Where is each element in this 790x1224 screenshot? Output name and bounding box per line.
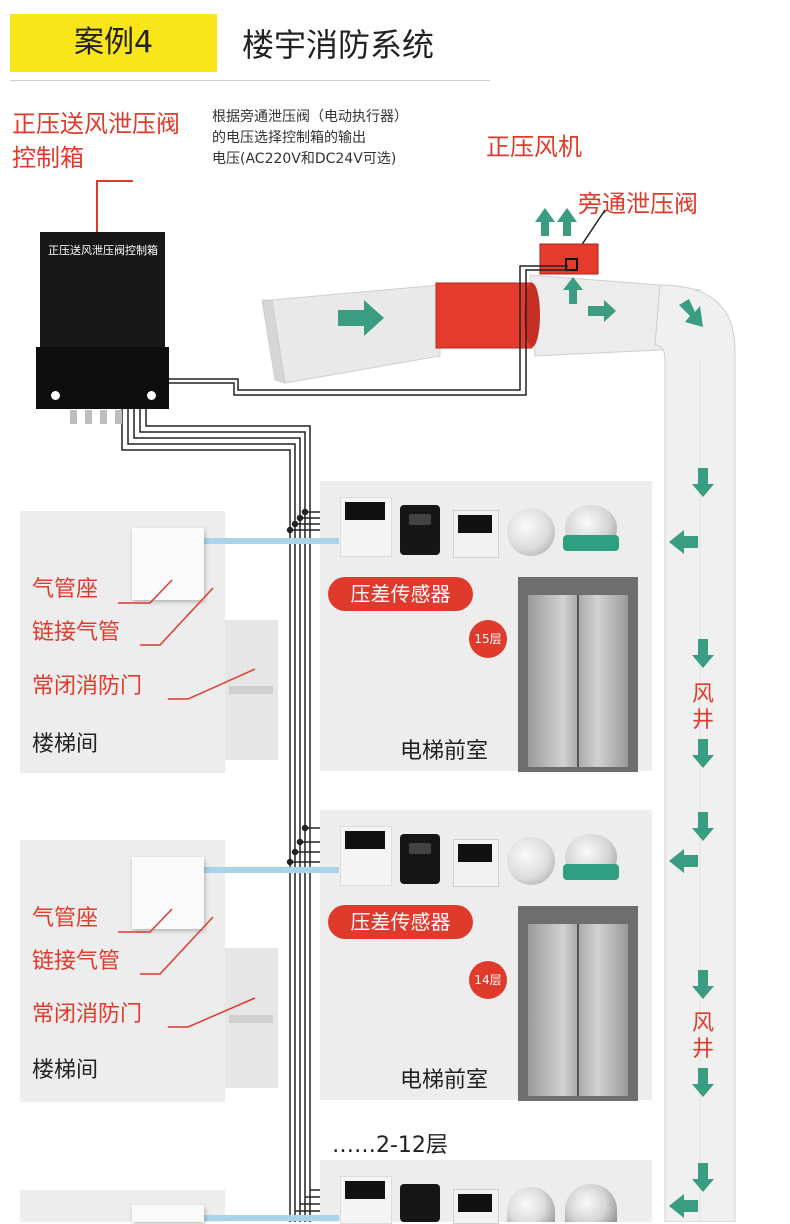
arrow-up-1 xyxy=(535,208,555,236)
arrow-shaft-3 xyxy=(692,739,714,768)
cable-gland-4 xyxy=(115,410,122,424)
page-title: 楼宇消防系统 xyxy=(242,26,435,64)
more-floors-label: ……2-12层 xyxy=(332,1133,448,1158)
air-seat-box-14 xyxy=(132,857,204,929)
shaft-char-1-14: 风 xyxy=(692,1011,715,1036)
description-line2: 的电压选择控制箱的输出 xyxy=(212,130,366,146)
arrow-up-2 xyxy=(557,208,577,236)
arrow-shaft-5 xyxy=(692,970,714,999)
sensor-device-a-14 xyxy=(340,826,392,886)
header-divider xyxy=(10,80,490,81)
description-line3: 电压(AC220V和DC24V可选) xyxy=(212,151,397,167)
elevator-14 xyxy=(518,906,638,1101)
cable-gland-2 xyxy=(85,410,92,424)
air-seat-box-partial xyxy=(132,1205,204,1222)
air-tube-label-15: 链接气管 xyxy=(32,620,121,645)
sensor-label-14: 压差传感器 xyxy=(328,905,473,939)
floor-badge-15: 15层 xyxy=(469,620,507,658)
lobby-label-14: 电梯前室 xyxy=(400,1068,489,1093)
sensor-device-a-15 xyxy=(340,497,392,557)
shaft-char-2-14: 井 xyxy=(692,1037,715,1062)
fire-door-label-15: 常闭消防门 xyxy=(32,674,143,699)
duct-bend xyxy=(654,284,736,1222)
floor-badge-14: 14层 xyxy=(469,961,507,999)
arrow-right xyxy=(588,300,616,322)
air-tube-15 xyxy=(199,538,339,544)
pressure-switch-14 xyxy=(507,837,555,885)
door-handle-15 xyxy=(229,686,273,694)
shaft-char-2-15: 井 xyxy=(692,708,715,733)
control-box-label-line2: 控制箱 xyxy=(12,144,84,172)
stair-label-15: 楼梯间 xyxy=(32,732,99,757)
control-box-screw-right xyxy=(147,391,156,400)
sensor-device-c-15 xyxy=(453,510,499,558)
sensor-device-a-partial xyxy=(340,1176,392,1224)
bypass-wires xyxy=(168,265,570,396)
shaft-char-1-15: 风 xyxy=(692,682,715,707)
sensor-device-b-14 xyxy=(400,834,440,884)
bypass-valve-label: 旁通泄压阀 xyxy=(578,190,698,218)
stair-label-14: 楼梯间 xyxy=(32,1058,99,1083)
airflow-arrows xyxy=(338,208,714,1218)
description-text: 根据旁通泄压阀（电动执行器） 的电压选择控制箱的输出 电压(AC220V和DC2… xyxy=(212,107,408,170)
arrow-up-3 xyxy=(563,277,583,304)
air-seat-label-15: 气管座 xyxy=(32,577,99,602)
air-tube-partial xyxy=(199,1215,339,1221)
pressure-switch-green-partial xyxy=(565,1184,617,1222)
sensor-label-15: 压差传感器 xyxy=(328,577,473,611)
cable-gland-1 xyxy=(70,410,77,424)
arrow-shaft-2 xyxy=(692,639,714,668)
air-seat-box-15 xyxy=(132,528,204,600)
cable-gland-3 xyxy=(100,410,107,424)
case-badge: 案例4 xyxy=(10,14,217,72)
lobby-label-15: 电梯前室 xyxy=(400,739,489,764)
pressure-switch-partial xyxy=(507,1187,555,1222)
control-box xyxy=(40,232,165,350)
arrow-left-2 xyxy=(669,849,698,873)
pressure-switch-green-14 xyxy=(563,834,619,880)
arrow-shaft-6 xyxy=(692,1068,714,1097)
control-box-screw-left xyxy=(51,391,60,400)
description-line1: 根据旁通泄压阀（电动执行器） xyxy=(212,109,408,125)
arrow-left-3 xyxy=(669,1194,698,1218)
air-seat-label-14: 气管座 xyxy=(32,906,99,931)
sensor-bus-wires xyxy=(121,408,311,1222)
door-handle-14 xyxy=(229,1015,273,1023)
arrow-inlet xyxy=(338,300,384,336)
arrow-shaft-1 xyxy=(692,468,714,497)
pressure-switch-green-15 xyxy=(563,505,619,551)
fire-door-label-14: 常闭消防门 xyxy=(32,1002,143,1027)
fan-face xyxy=(524,283,540,347)
sensor-device-c-partial xyxy=(453,1189,499,1224)
control-box-panel-title: 正压送风泄压阀控制箱 xyxy=(48,244,158,257)
arrow-diag xyxy=(679,299,703,327)
sensor-device-b-15 xyxy=(400,505,440,555)
arrow-left-1 xyxy=(669,530,698,554)
fan-label: 正压风机 xyxy=(486,133,582,161)
arrow-shaft-7 xyxy=(692,1163,714,1192)
elevator-15 xyxy=(518,577,638,772)
control-box-leader-line xyxy=(96,180,133,234)
fan-body xyxy=(435,282,533,349)
sensor-device-c-14 xyxy=(453,839,499,887)
bypass-valve-port xyxy=(565,258,578,271)
pressure-switch-15 xyxy=(507,508,555,556)
sensor-device-b-partial xyxy=(400,1184,440,1222)
control-box-label-line1: 正压送风泄压阀 xyxy=(12,110,180,138)
air-tube-14 xyxy=(199,867,339,873)
duct-inlet-face xyxy=(261,299,286,384)
air-tube-label-14: 链接气管 xyxy=(32,949,121,974)
arrow-shaft-4 xyxy=(692,812,714,841)
case-badge-text: 案例4 xyxy=(73,25,154,60)
